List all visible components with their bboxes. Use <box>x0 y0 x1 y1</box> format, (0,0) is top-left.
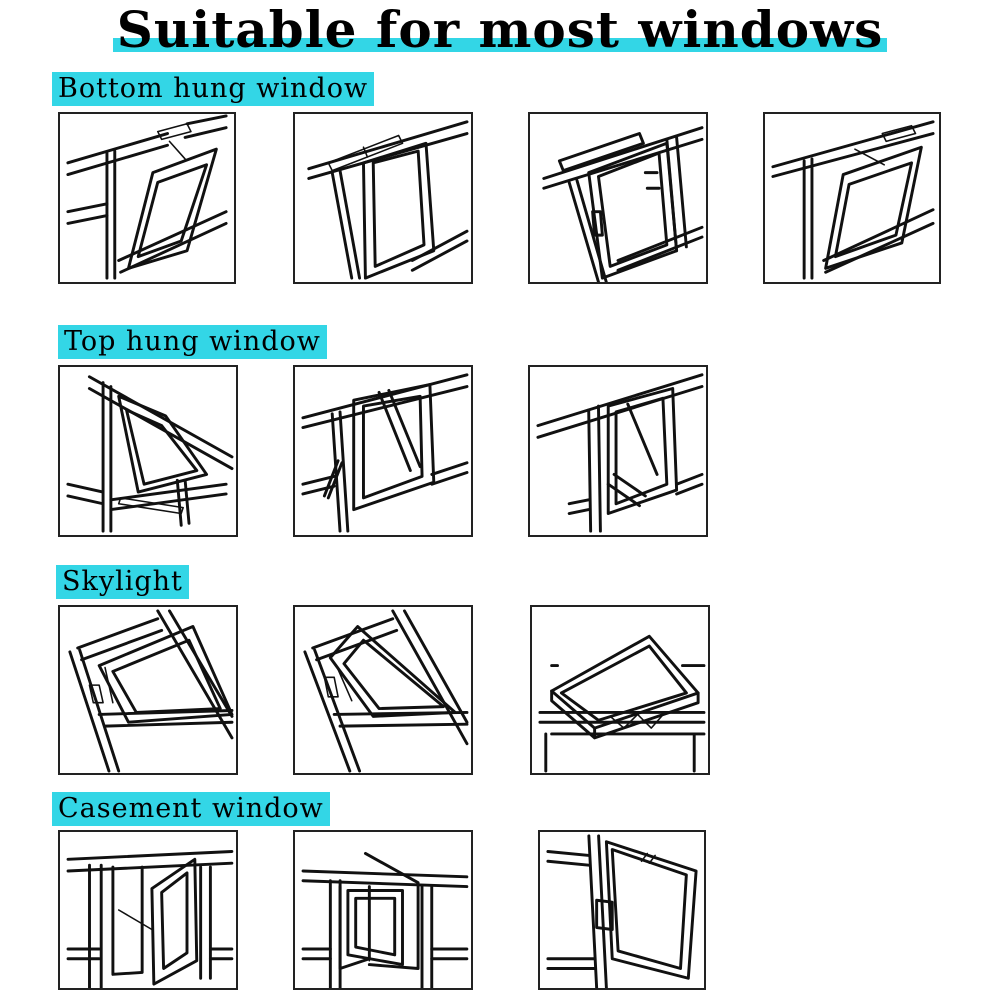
top-hung-illustration-3 <box>528 365 708 537</box>
bottom-hung-illustration-4 <box>763 112 941 284</box>
casement-illustration-1 <box>58 830 238 990</box>
skylight-illustration-2 <box>293 605 473 775</box>
page-title: Suitable for most windows <box>112 0 888 60</box>
title-highlight-bar <box>112 38 888 52</box>
skylight-illustration-1 <box>58 605 238 775</box>
casement-illustration-2 <box>293 830 473 990</box>
section-label-bottom-hung: Bottom hung window <box>52 72 375 106</box>
section-label-skylight: Skylight <box>56 565 189 599</box>
section-label-casement: Casement window <box>52 792 330 826</box>
top-hung-illustration-1 <box>58 365 238 537</box>
skylight-illustration-3 <box>530 605 710 775</box>
bottom-hung-illustration-2 <box>293 112 473 284</box>
page-title-text: Suitable for most windows <box>116 0 884 59</box>
casement-illustration-3 <box>538 830 706 990</box>
bottom-hung-illustration-1 <box>58 112 236 284</box>
page-title-container: Suitable for most windows <box>0 0 1000 62</box>
top-hung-illustration-2 <box>293 365 473 537</box>
bottom-hung-illustration-3 <box>528 112 708 284</box>
section-label-top-hung: Top hung window <box>58 325 327 359</box>
